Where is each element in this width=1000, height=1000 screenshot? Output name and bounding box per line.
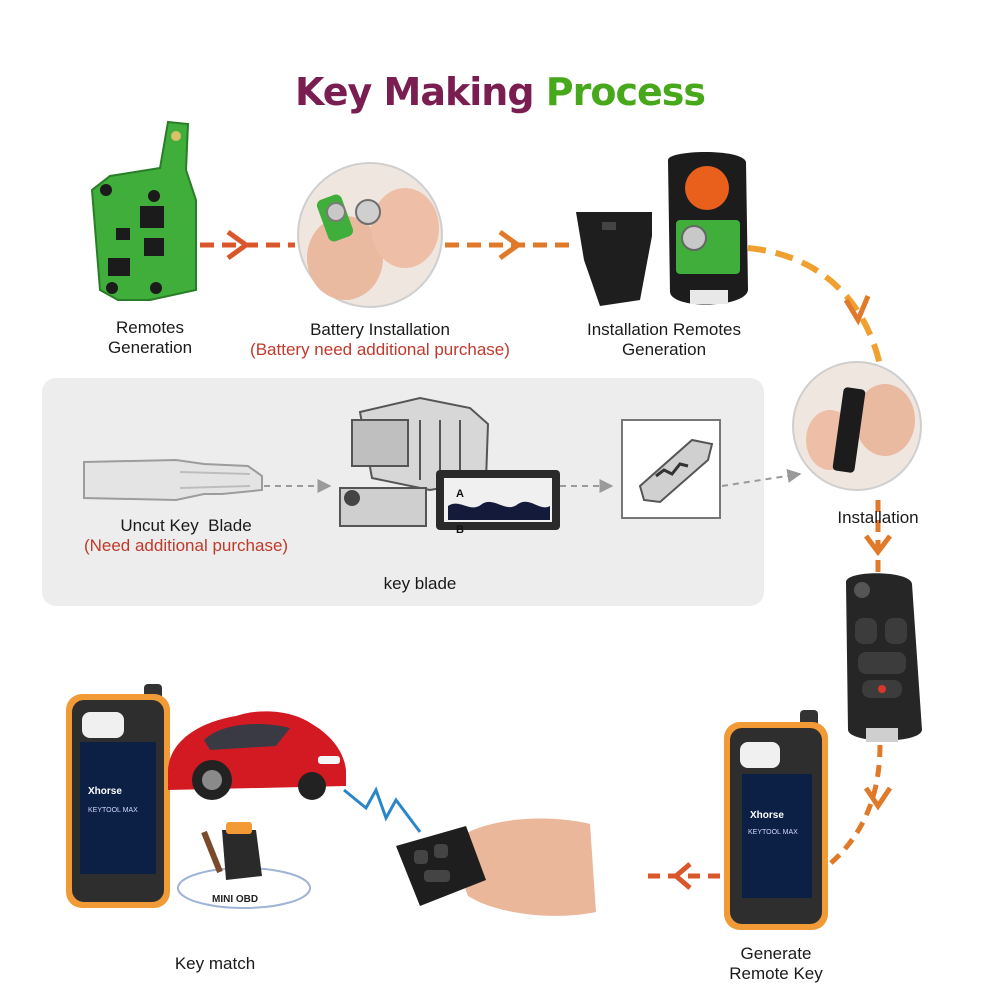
label-remotes-generation: Remotes Generation — [80, 318, 220, 358]
programmer-device-icon: Xhorse KEYTOOL MAX — [724, 710, 828, 930]
label-key-match: Key match — [150, 954, 280, 974]
label-battery-installation: Battery Installation (Battery need addit… — [220, 320, 540, 360]
label-battery-installation-note: (Battery need additional purchase) — [250, 340, 510, 359]
label-uncut-key-blade: Uncut Key Blade (Need additional purchas… — [48, 516, 324, 556]
profile-label-a: A — [456, 488, 464, 500]
label-remotes-generation-line2: Generation — [107, 338, 193, 357]
signal-wave-icon — [343, 786, 422, 833]
label-key-match-line1: Key match — [174, 954, 256, 973]
title-part-2: Process — [545, 70, 706, 114]
label-remotes-generation-line1: Remotes — [115, 318, 185, 337]
programmer-device-icon: Xhorse KEYTOOL MAX — [66, 684, 170, 908]
label-generate-remote-key-line1: Generate — [740, 944, 812, 963]
label-key-blade-line1: key blade — [383, 574, 457, 593]
mini-obd-label: MINI OBD — [212, 894, 258, 905]
title-part-1: Key Making — [294, 70, 535, 114]
key-blade-icon — [83, 458, 263, 502]
label-installation: Installation — [810, 508, 946, 528]
key-cutting-machine-icon: A B — [339, 396, 560, 536]
flip-key-icon — [846, 573, 922, 742]
hand-remote-icon — [396, 818, 596, 916]
top-flow-arrows — [200, 229, 893, 890]
label-installation-line1: Installation — [837, 508, 919, 527]
label-uncut-key-blade-note: (Need additional purchase) — [83, 536, 289, 555]
label-generate-remote-key-line2: Remote Key — [729, 964, 823, 983]
profile-label-b: B — [456, 524, 464, 536]
page-title: Key Making Process — [0, 70, 1000, 114]
panel-flow-arrows — [264, 468, 802, 493]
label-installation-remotes-generation: Installation Remotes Generation — [560, 320, 768, 360]
battery-hand-icon — [297, 162, 443, 308]
key-shell-icon — [792, 361, 922, 491]
mini-obd-adapter-icon: MINI OBD — [177, 822, 311, 909]
car-icon — [168, 711, 346, 800]
label-installation-remotes-generation-line1: Installation Remotes — [586, 320, 742, 339]
label-battery-installation-line1: Battery Installation — [310, 320, 450, 339]
cut-key-blade-icon — [621, 419, 721, 519]
label-installation-remotes-generation-line2: Generation — [621, 340, 707, 359]
device-model-right: KEYTOOL MAX — [748, 829, 798, 836]
pcb-board-icon — [90, 120, 197, 301]
device-brand-right: Xhorse — [750, 810, 784, 821]
label-key-blade: key blade — [360, 574, 480, 594]
label-generate-remote-key: Generate Remote Key — [706, 944, 846, 984]
label-uncut-key-blade-line1: Uncut Key Blade — [120, 516, 252, 535]
device-model-left: KEYTOOL MAX — [88, 807, 138, 814]
device-brand-left: Xhorse — [88, 786, 122, 797]
remote-shell-icon — [576, 152, 748, 306]
